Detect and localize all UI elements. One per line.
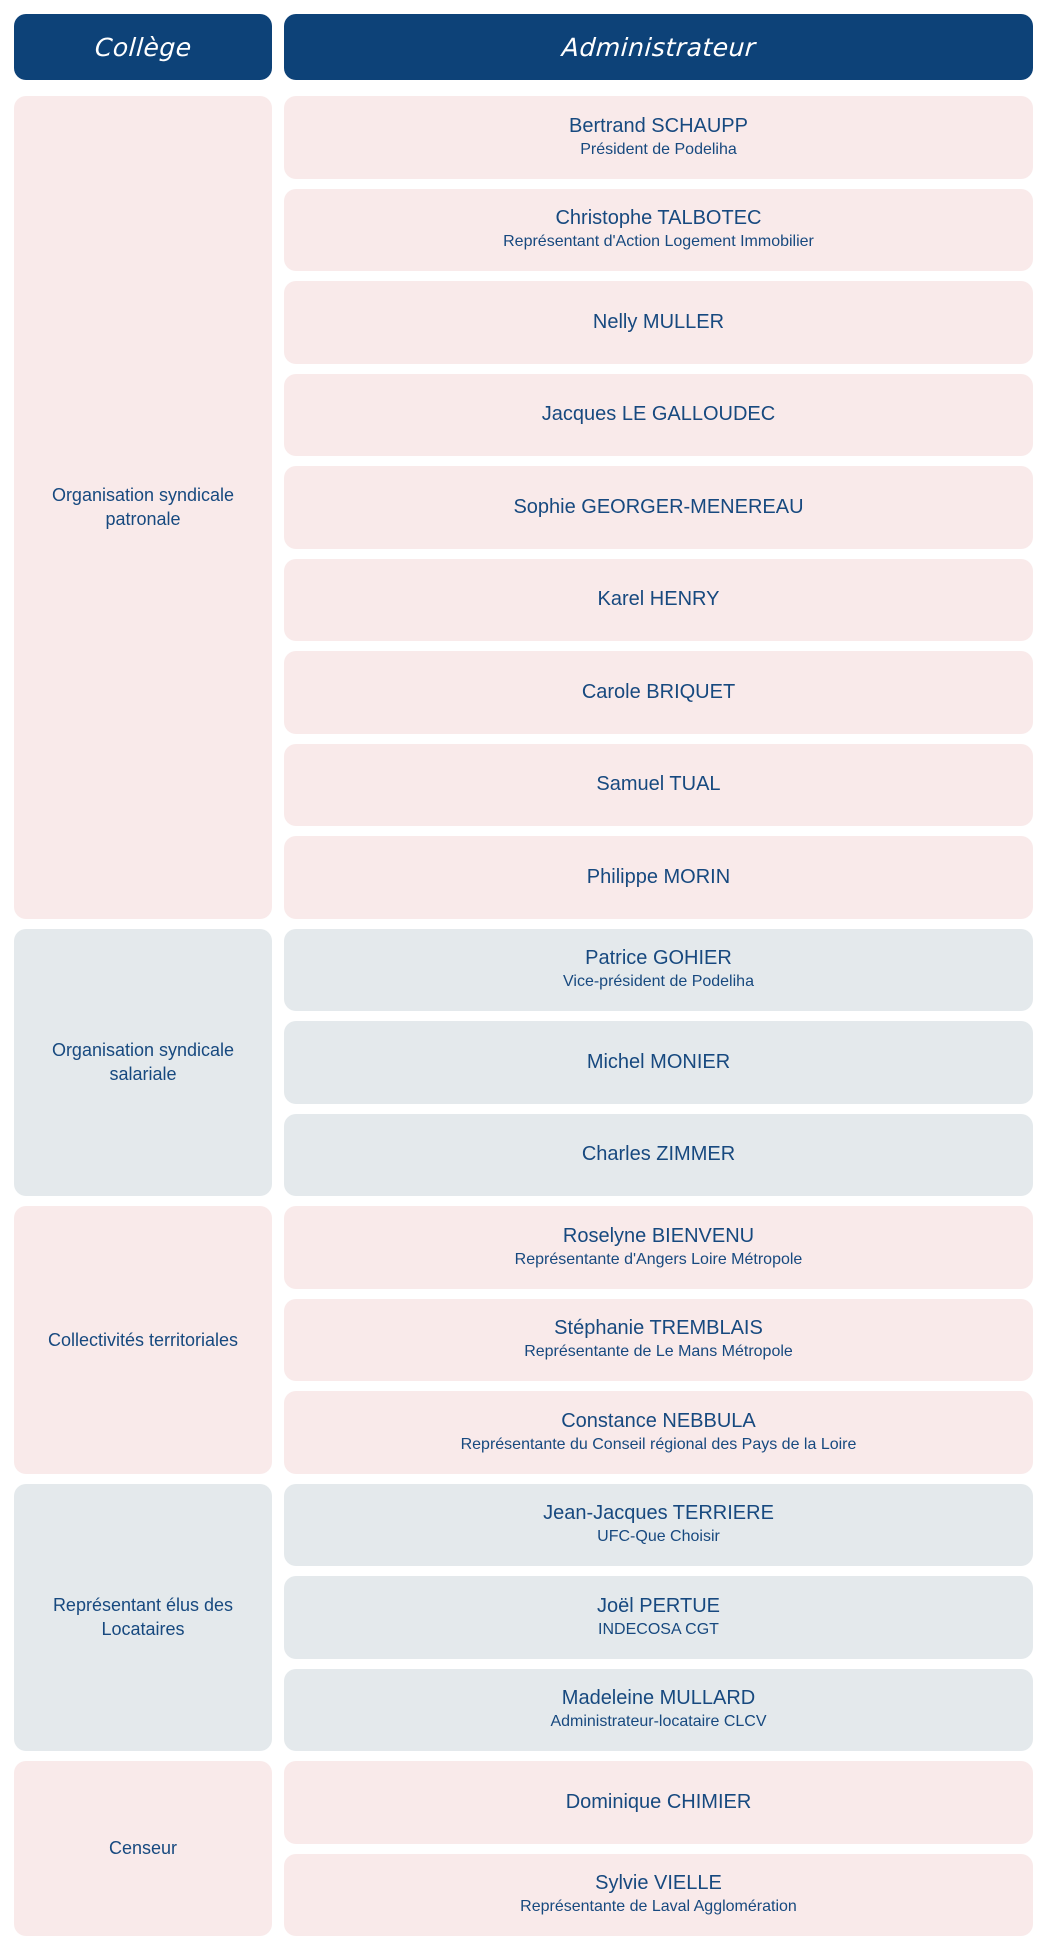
group-row-organisation-syndicale-patronale: Organisation syndicale patronale Bertrand… [14,96,1033,919]
administrateur-name: Karel HENRY [597,588,720,611]
administrateur-name: Michel MONIER [586,1050,731,1073]
administrateur-cell: Patrice GOHIER Vice-président de Podeliha [284,928,1033,1011]
administrateur-name: Bertrand SCHAUPP [569,114,748,137]
group-row-representant-elus-des-locataires: Représentant élus des Locataires Jean-Jac… [14,1483,1033,1751]
college-label: Collectivités territoriales [47,1329,239,1350]
college-cell-representant-elus-des-locataires: Représentant élus des Locataires [14,1483,272,1751]
header-title-college: Collège [93,32,193,62]
administrateur-cell: Philippe MORIN [284,836,1033,919]
administrateur-cell: Joël PERTUE INDECOSA CGT [284,1576,1033,1659]
header-title-administrateur: Administrateur [560,32,757,62]
administrateur-name: Jean-Jacques TERRIERE [543,1502,774,1525]
administrateur-cell: Sylvie VIELLE Représentante de Laval Aggl… [284,1853,1033,1936]
administrateur-name: Sylvie VIELLE [595,1872,722,1895]
college-cell-censeur: Censeur [14,1761,272,1936]
administrateur-role: Administrateur-locataire CLCV [550,1713,767,1731]
group-row-collectivites-territoriales: Collectivités territoriales Roselyne BIEN… [14,1206,1033,1474]
administrateur-role: Représentante du Conseil régional des Pa… [460,1435,857,1453]
college-cell-organisation-syndicale-salariale: Organisation syndicale salariale [14,928,272,1196]
administrateur-role: Représentante d'Angers Loire Métropole [514,1250,803,1268]
administrateur-name: Philippe MORIN [586,865,731,888]
college-cell-collectivites-territoriales: Collectivités territoriales [14,1206,272,1474]
header-cell-administrateur: Administrateur [284,14,1033,80]
college-label: Organisation syndicale salariale [51,1039,235,1085]
administrateur-column: Roselyne BIENVENU Représentante d'Angers … [284,1206,1033,1474]
administrateur-name: Constance NEBBULA [561,1409,756,1432]
administrateur-cell: Carole BRIQUET [284,651,1033,734]
administrateur-role: Représentante de Laval Agglomération [520,1898,797,1916]
administrateur-column: Dominique CHIMIER Sylvie VIELLE Représenta… [284,1761,1033,1936]
college-label: Représentant élus des Locataires [52,1594,234,1640]
administrateur-name: Patrice GOHIER [585,947,732,970]
administrateur-cell: Michel MONIER [284,1021,1033,1104]
group-row-censeur: Censeur Dominique CHIMIER Sylvie VIELLE Rep… [14,1761,1033,1936]
header-cell-college: Collège [14,14,272,80]
administrateur-name: Charles ZIMMER [581,1143,736,1166]
college-label: Censeur [108,1838,178,1859]
table-header-row: Collège Administrateur [14,14,1033,80]
administrateur-cell: Charles ZIMMER [284,1113,1033,1196]
administrateur-cell: Madeleine MULLARD Administrateur-locatair… [284,1668,1033,1751]
administrateur-name: Samuel TUAL [596,773,721,796]
administrateur-cell: Samuel TUAL [284,743,1033,826]
administrateur-name: Stéphanie TREMBLAIS [554,1317,763,1340]
administrateur-role: UFC-Que Choisir [597,1528,720,1546]
college-label: Organisation syndicale patronale [51,484,235,530]
group-row-organisation-syndicale-salariale: Organisation syndicale salariale Patrice … [14,928,1033,1196]
administrateur-name: Nelly MULLER [592,310,725,333]
administrateur-column: Patrice GOHIER Vice-président de Podeliha… [284,928,1033,1196]
administrateur-cell: Stéphanie TREMBLAIS Représentante de Le M… [284,1298,1033,1381]
administrateur-name: Christophe TALBOTEC [555,207,762,230]
administrateur-cell: Karel HENRY [284,558,1033,641]
administrateur-name: Jacques LE GALLOUDEC [541,403,776,426]
administrateur-cell: Jean-Jacques TERRIERE UFC-Que Choisir [284,1483,1033,1566]
administrateur-role: Représentant d'Action Logement Immobilie… [503,233,814,251]
administrateur-name: Sophie GEORGER-MENEREAU [513,495,804,518]
college-cell-organisation-syndicale-patronale: Organisation syndicale patronale [14,96,272,919]
group-list: Organisation syndicale patronale Bertrand… [14,96,1033,1936]
administrateur-name: Roselyne BIENVENU [562,1224,755,1247]
administrateur-cell: Constance NEBBULA Représentante du Consei… [284,1391,1033,1474]
administrateur-cell: Christophe TALBOTEC Représentant d'Action… [284,188,1033,271]
administrateur-role: Vice-président de Podeliha [563,973,754,991]
administrateur-role: Représentante de Le Mans Métropole [524,1343,793,1361]
administrateur-name: Dominique CHIMIER [565,1790,752,1813]
administrateur-cell: Bertrand SCHAUPP Président de Podeliha [284,96,1033,179]
administrateur-cell: Dominique CHIMIER [284,1761,1033,1844]
administrateur-cell: Nelly MULLER [284,281,1033,364]
administrateur-cell: Sophie GEORGER-MENEREAU [284,466,1033,549]
administrateur-role: INDECOSA CGT [598,1620,719,1638]
administrateur-name: Joël PERTUE [596,1594,720,1617]
administrateur-name: Madeleine MULLARD [561,1687,756,1710]
administrateur-role: Président de Podeliha [580,140,737,158]
administrateur-cell: Jacques LE GALLOUDEC [284,373,1033,456]
administrateur-cell: Roselyne BIENVENU Représentante d'Angers … [284,1206,1033,1289]
administrateur-name: Carole BRIQUET [581,680,736,703]
